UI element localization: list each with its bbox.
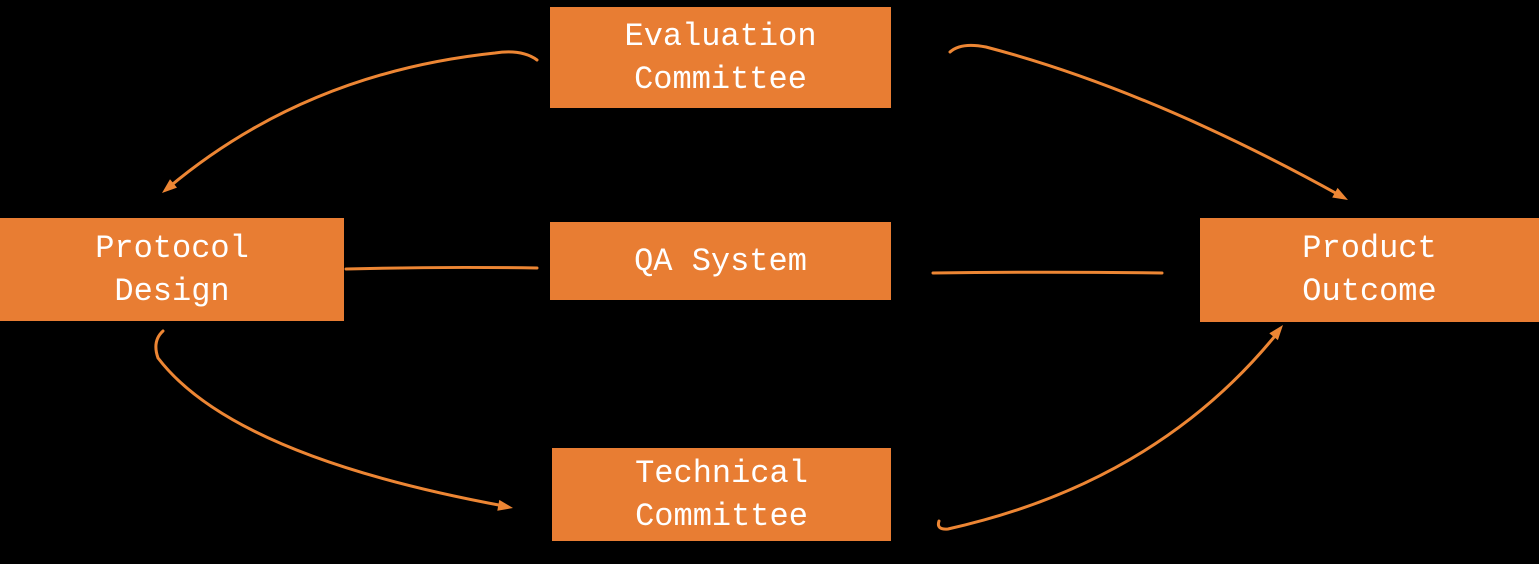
node-label-technical-committee: Technical Committee (635, 454, 808, 535)
node-label-qa-system: QA System (634, 242, 807, 280)
node-label-product-outcome: Product Outcome (1302, 230, 1437, 310)
edge-evaluation-to-protocol (166, 50, 539, 190)
node-label-evaluation-committee: Evaluation Committee (624, 17, 817, 98)
node-protocol-design: Protocol Design (0, 218, 344, 321)
node-product-outcome: Product Outcome (1200, 218, 1539, 322)
edge-protocol-to-qa (344, 265, 539, 271)
node-qa-system: QA System (550, 222, 891, 300)
edge-evaluation-to-product (948, 43, 1343, 198)
arrowhead-technical-to-product (1269, 325, 1283, 341)
arrowhead-evaluation-to-protocol (162, 179, 177, 193)
node-technical-committee: Technical Committee (552, 448, 891, 541)
arrowhead-protocol-to-technical (497, 499, 513, 511)
node-evaluation-committee: Evaluation Committee (550, 7, 891, 108)
node-label-protocol-design: Protocol Design (95, 229, 249, 310)
edge-technical-to-product (936, 329, 1281, 531)
arrowhead-evaluation-to-product (1332, 187, 1348, 200)
edge-qa-to-product (931, 270, 1164, 275)
edge-protocol-to-technical (154, 329, 506, 508)
